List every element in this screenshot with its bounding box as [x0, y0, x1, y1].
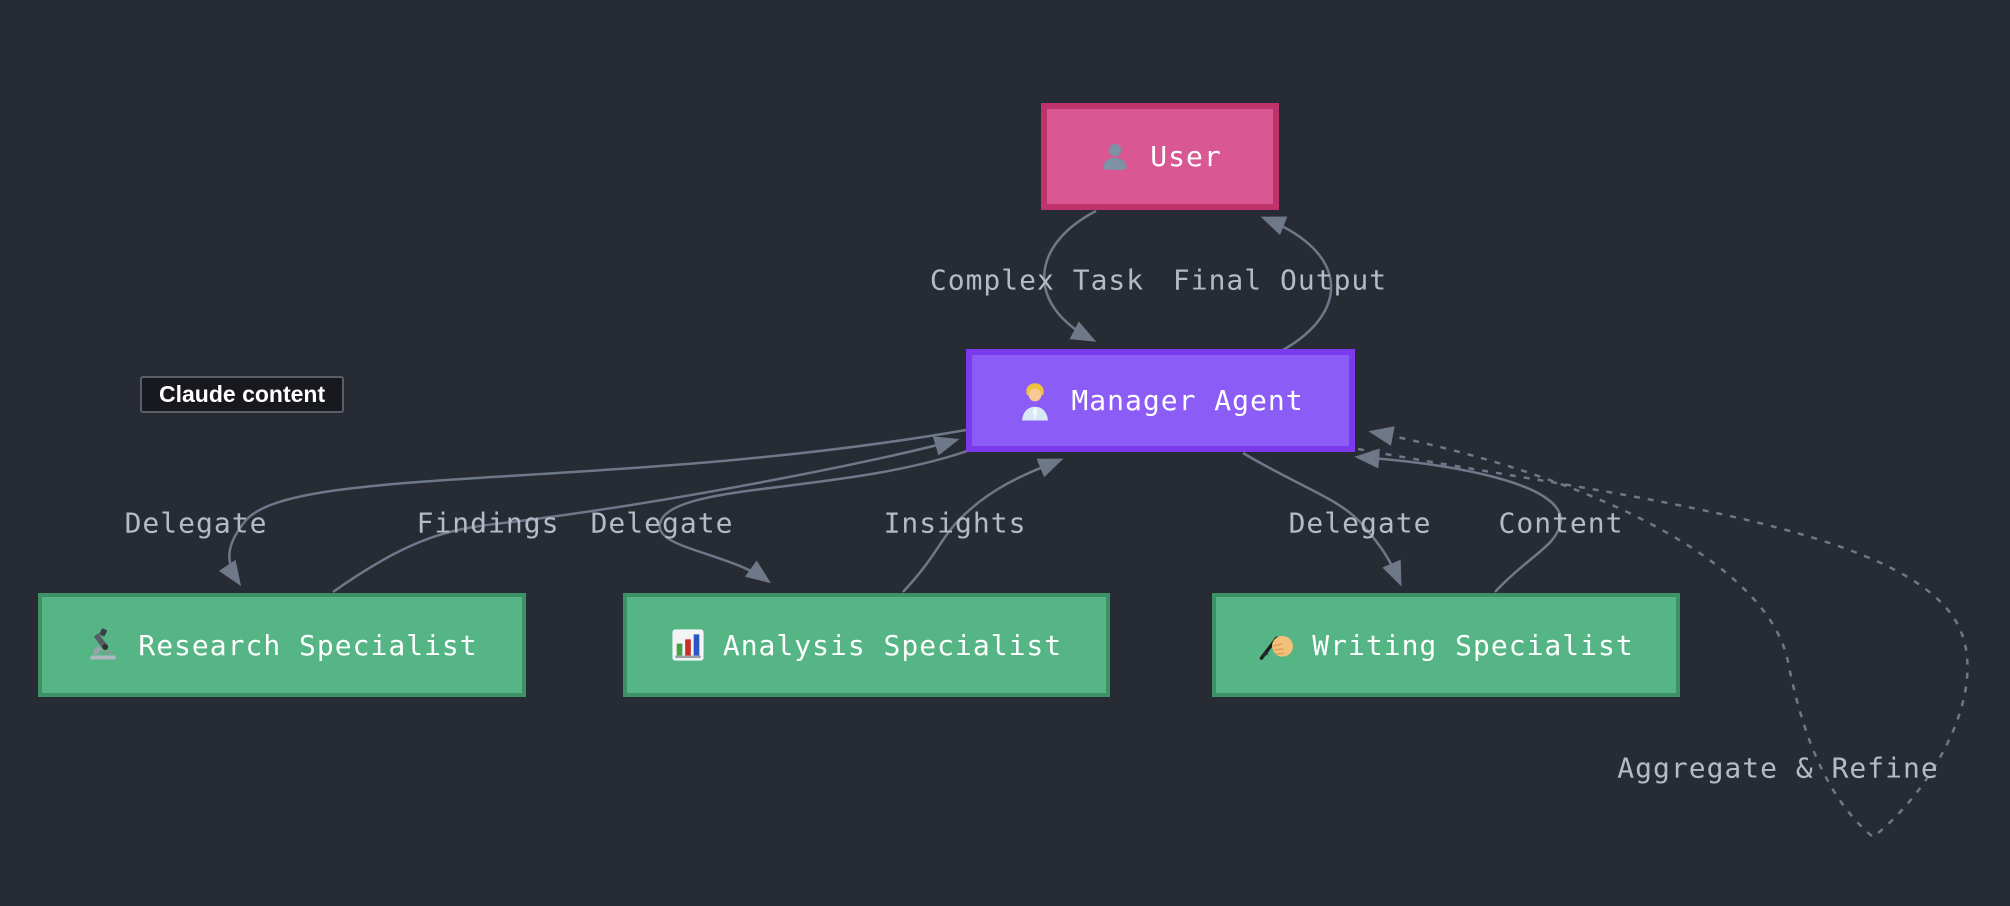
node-analysis-specialist[interactable]: Analysis Specialist: [623, 593, 1110, 697]
edge-label-delegate-writing: Delegate: [1288, 506, 1432, 540]
edge-label-complex-task: Complex Task: [929, 263, 1145, 297]
office-worker-icon: [1017, 381, 1053, 421]
node-research-label: Research Specialist: [138, 628, 478, 662]
edge-label-insights: Insights: [883, 506, 1027, 540]
edge-label-delegate-research: Delegate: [124, 506, 268, 540]
node-research-specialist[interactable]: Research Specialist: [38, 593, 526, 697]
hover-tooltip-text: Claude content: [159, 381, 326, 407]
node-writing-label: Writing Specialist: [1312, 628, 1634, 662]
edge-label-final-output: Final Output: [1172, 263, 1388, 297]
node-writing-specialist[interactable]: Writing Specialist: [1212, 593, 1680, 697]
node-analysis-label: Analysis Specialist: [722, 628, 1063, 662]
edge-label-content: Content: [1498, 506, 1624, 540]
hover-tooltip: Claude content: [140, 376, 345, 413]
writing-hand-icon: [1258, 628, 1294, 662]
microscope-icon: [86, 628, 120, 662]
user-icon: [1098, 140, 1132, 174]
node-user[interactable]: User: [1041, 103, 1279, 210]
node-manager-label: Manager Agent: [1071, 384, 1304, 417]
bar-chart-icon: [671, 628, 705, 662]
edge-label-findings: Findings: [416, 506, 560, 540]
edge-label-delegate-analysis: Delegate: [590, 506, 734, 540]
edge-label-aggregate-refine: Aggregate & Refine: [1617, 751, 1939, 785]
node-user-label: User: [1150, 140, 1222, 173]
node-manager-agent[interactable]: Manager Agent: [966, 349, 1355, 452]
